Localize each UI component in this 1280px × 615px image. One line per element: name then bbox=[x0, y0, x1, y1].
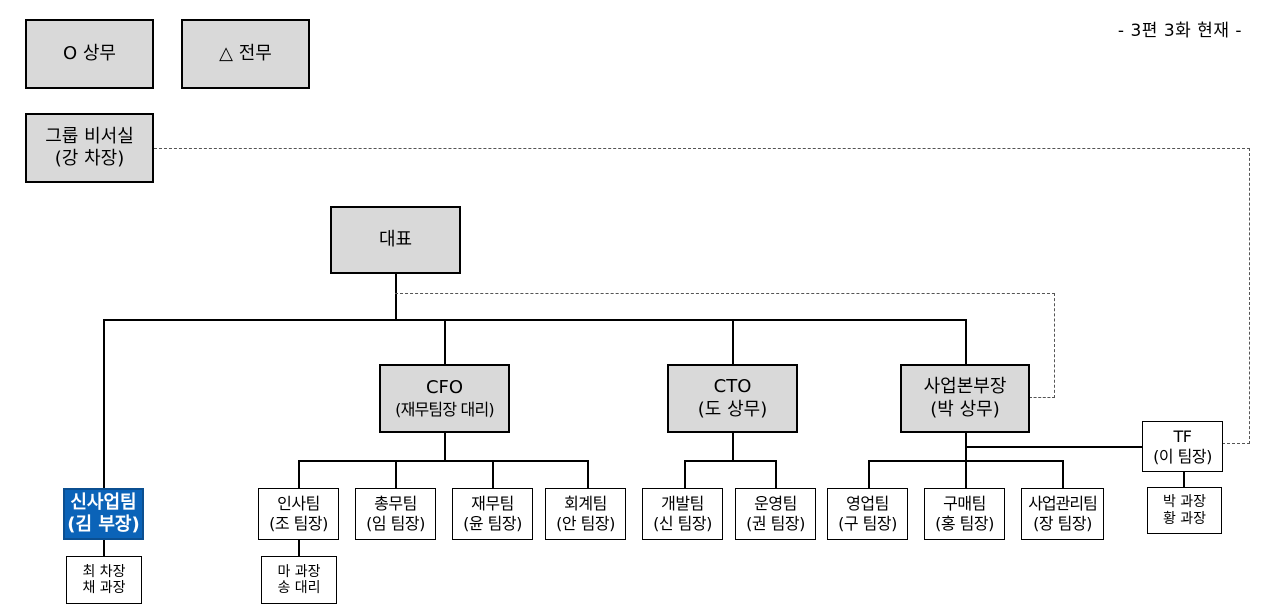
tf-members-box: 박 과장 황 과장 bbox=[1147, 487, 1222, 534]
team-hr-box: 인사팀 (조 팀장) bbox=[258, 488, 339, 540]
team-sales-head: (구 팀장) bbox=[838, 514, 897, 533]
team-hr-name: 인사팀 bbox=[277, 494, 320, 513]
cfo-box: CFO (재무팀장 대리) bbox=[379, 364, 510, 433]
business-head-box: 사업본부장 (박 상무) bbox=[900, 364, 1030, 433]
team-general-affairs-name: 총무팀 bbox=[374, 494, 417, 513]
new-business-member: 최 차장 bbox=[82, 563, 126, 580]
cto-holder: (도 상무) bbox=[697, 398, 768, 420]
new-business-team-name: 신사업팀 bbox=[70, 491, 137, 513]
team-sales-box: 영업팀 (구 팀장) bbox=[827, 488, 908, 540]
cto-box: CTO (도 상무) bbox=[667, 364, 798, 433]
new-business-team-head: (김 부장) bbox=[67, 514, 140, 535]
team-hr-member: 송 대리 bbox=[277, 580, 321, 596]
ceo-label: 대표 bbox=[378, 228, 413, 250]
team-biz-mgmt-box: 사업관리팀 (장 팀장) bbox=[1021, 488, 1104, 540]
team-sales-name: 영업팀 bbox=[846, 494, 889, 513]
team-purchase-box: 구매팀 (홍 팀장) bbox=[924, 488, 1005, 540]
team-hr-head: (조 팀장) bbox=[269, 514, 328, 533]
cfo-title: CFO bbox=[425, 377, 464, 399]
team-hr-member: 마 과장 bbox=[277, 563, 321, 580]
team-finance-box: 재무팀 (윤 팀장) bbox=[452, 488, 533, 540]
legend-executive-label: O 상무 bbox=[62, 42, 116, 64]
team-biz-mgmt-name: 사업관리팀 bbox=[1028, 494, 1098, 513]
team-accounting-box: 회계팀 (안 팀장) bbox=[545, 488, 626, 540]
cto-title: CTO bbox=[713, 376, 752, 397]
tf-title: TF bbox=[1173, 426, 1192, 446]
tf-member: 황 과장 bbox=[1162, 510, 1207, 527]
legend-executive: O 상무 bbox=[25, 19, 154, 89]
team-dev-name: 개발팀 bbox=[661, 494, 704, 513]
team-ops-box: 운영팀 (권 팀장) bbox=[735, 488, 816, 540]
legend-managing: △ 전무 bbox=[181, 19, 310, 89]
team-hr-members-box: 마 과장 송 대리 bbox=[261, 556, 337, 604]
team-ops-head: (권 팀장) bbox=[746, 514, 805, 533]
new-business-team-box: 신사업팀 (김 부장) bbox=[63, 488, 144, 540]
business-head-title: 사업본부장 bbox=[923, 376, 1007, 397]
secretary-office-box: 그룹 비서실 (강 차장) bbox=[25, 113, 154, 183]
team-dev-head: (신 팀장) bbox=[653, 514, 712, 533]
secretary-office-head: (강 차장) bbox=[54, 148, 125, 169]
tf-member: 박 과장 bbox=[1162, 494, 1207, 511]
ceo-box: 대표 bbox=[330, 206, 461, 274]
team-accounting-head: (안 팀장) bbox=[556, 514, 615, 533]
tf-box: TF (이 팀장) bbox=[1142, 421, 1223, 472]
team-general-affairs-head: (임 팀장) bbox=[366, 514, 425, 533]
team-general-affairs-box: 총무팀 (임 팀장) bbox=[355, 488, 436, 540]
secretary-office-name: 그룹 비서실 bbox=[45, 125, 134, 147]
episode-label: - 3편 3화 현재 - bbox=[1117, 21, 1242, 41]
team-ops-name: 운영팀 bbox=[754, 494, 797, 513]
team-purchase-head: (홍 팀장) bbox=[935, 514, 994, 533]
team-accounting-name: 회계팀 bbox=[564, 494, 607, 513]
team-biz-mgmt-head: (장 팀장) bbox=[1033, 514, 1092, 533]
legend-managing-label: △ 전무 bbox=[219, 42, 272, 64]
tf-holder: (이 팀장) bbox=[1153, 446, 1212, 466]
team-purchase-name: 구매팀 bbox=[943, 494, 986, 513]
team-dev-box: 개발팀 (신 팀장) bbox=[642, 488, 723, 540]
business-head-holder: (박 상무) bbox=[930, 398, 1000, 420]
new-business-members-box: 최 차장 채 과장 bbox=[66, 556, 142, 604]
team-finance-name: 재무팀 bbox=[471, 494, 514, 513]
team-finance-head: (윤 팀장) bbox=[463, 514, 522, 533]
new-business-member: 채 과장 bbox=[82, 580, 126, 596]
cfo-holder: (재무팀장 대리) bbox=[395, 399, 495, 419]
